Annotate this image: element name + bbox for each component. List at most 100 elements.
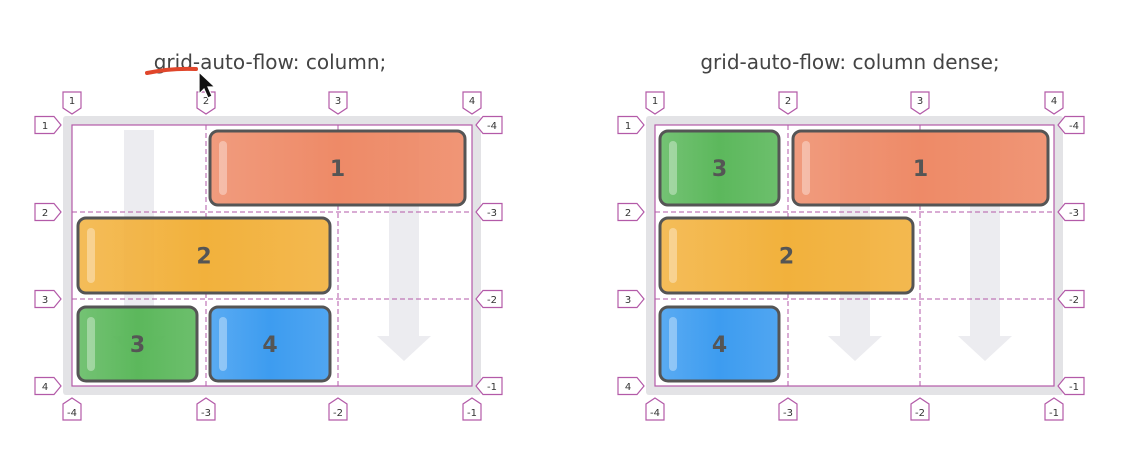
col-marker-bottom-3: -2 [328,397,348,421]
row-marker-left-3-label: 3 [42,295,48,306]
row-marker-left-2-label: 2 [625,208,631,219]
grid-item-box [658,129,781,207]
col-marker-top-1: 1 [62,91,82,115]
row-marker-right-1-shape [475,115,503,135]
col-marker-top-1-shape [62,91,82,115]
col-marker-top-2: 2 [196,91,216,115]
grid-item-shine [669,141,677,195]
grid-item-box [76,305,199,383]
col-marker-bottom-4-shape [1044,397,1064,421]
panel-2-title: grid-auto-flow: column dense; [700,50,1000,74]
grid-item-shine [669,317,677,371]
row-marker-right-4: -1 [475,376,503,396]
row-marker-right-4-shape [1057,376,1085,396]
col-marker-top-2: 2 [778,91,798,115]
row-marker-left-2: 2 [34,202,62,222]
grid-item-label: 4 [712,333,727,358]
grid-item-box [658,305,781,383]
col-marker-bottom-1-label: -4 [650,408,660,419]
col-marker-bottom-3: -2 [910,397,930,421]
col-marker-bottom-1: -4 [62,397,82,421]
row-marker-right-4-shape [475,376,503,396]
row-marker-left-1-label: 1 [625,121,631,132]
cursor-arrow-icon [198,70,217,99]
col-marker-bottom-4-label: -1 [1049,408,1059,419]
grid-item-4: 4 [208,305,332,383]
row-marker-right-2-shape [1057,202,1085,222]
row-marker-left-1-label: 1 [42,121,48,132]
col-marker-top-1-label: 1 [652,96,658,107]
grid-item-box [208,129,467,207]
col-marker-bottom-1: -4 [645,397,665,421]
row-marker-right-3-label: -2 [1069,295,1079,306]
row-marker-left-1-shape [34,115,62,135]
col-marker-top-3: 3 [910,91,930,115]
col-marker-bottom-2-label: -3 [783,408,793,419]
row-marker-right-2-shape [475,202,503,222]
row-marker-left-3: 3 [617,289,645,309]
row-marker-left-4: 4 [34,376,62,396]
row-marker-left-2-label: 2 [42,208,48,219]
row-marker-left-1: 1 [34,115,62,135]
col-marker-bottom-1-shape [645,397,665,421]
grid-item-label: 1 [913,157,928,182]
row-marker-right-1-label: -4 [1069,121,1079,132]
row-marker-right-3: -2 [475,289,503,309]
grid-item-label: 2 [779,245,794,270]
row-marker-left-4-label: 4 [42,382,48,393]
grid-item-label: 1 [330,157,345,182]
col-marker-top-2-shape [778,91,798,115]
grid-item-2: 2 [658,216,915,295]
row-marker-right-1-label: -4 [487,121,497,132]
row-marker-left-4-shape [617,376,645,396]
grid-item-1: 1 [791,129,1050,207]
row-marker-left-1-shape [617,115,645,135]
col-marker-top-3: 3 [328,91,348,115]
col-marker-bottom-3-label: -2 [333,408,343,419]
col-marker-bottom-3-shape [910,397,930,421]
row-marker-right-4-label: -1 [1069,382,1079,393]
col-marker-top-1-label: 1 [69,96,75,107]
row-marker-left-3: 3 [34,289,62,309]
grid-item-box [658,216,915,295]
title-underline-annotation [145,66,198,75]
col-marker-bottom-2-label: -3 [201,408,211,419]
col-marker-bottom-3-shape [328,397,348,421]
row-marker-right-1-shape [1057,115,1085,135]
col-marker-bottom-4: -1 [1044,397,1064,421]
col-marker-bottom-4: -1 [462,397,482,421]
row-marker-left-4-label: 4 [625,382,631,393]
row-marker-left-3-label: 3 [625,295,631,306]
col-marker-top-1: 1 [645,91,665,115]
grid-item-shine [219,317,227,371]
row-marker-right-2-label: -3 [1069,208,1079,219]
grid-item-1: 1 [208,129,467,207]
grid-border [71,124,473,387]
grid-item-label: 2 [196,245,211,270]
col-marker-top-4-label: 4 [1051,96,1057,107]
row-marker-right-3-shape [475,289,503,309]
row-marker-left-3-shape [34,289,62,309]
row-marker-right-3-shape [1057,289,1085,309]
grid-item-label: 4 [262,333,277,358]
col-marker-top-4-label: 4 [469,96,475,107]
grid-item-shine [87,317,95,371]
grid-item-box [791,129,1050,207]
col-marker-top-4-shape [462,91,482,115]
col-marker-bottom-2-shape [778,397,798,421]
col-marker-bottom-4-label: -1 [467,408,477,419]
col-marker-bottom-2-shape [196,397,216,421]
row-marker-left-4-shape [34,376,62,396]
row-marker-right-4: -1 [1057,376,1085,396]
col-marker-bottom-1-label: -4 [67,408,77,419]
col-marker-top-4: 4 [1044,91,1064,115]
grid-item-box [76,216,332,295]
row-marker-left-1: 1 [617,115,645,135]
col-marker-top-3-label: 3 [335,96,341,107]
row-marker-right-2: -3 [1057,202,1085,222]
grid-item-box [208,305,332,383]
col-marker-bottom-4-shape [462,397,482,421]
grid-item-label: 3 [712,157,727,182]
